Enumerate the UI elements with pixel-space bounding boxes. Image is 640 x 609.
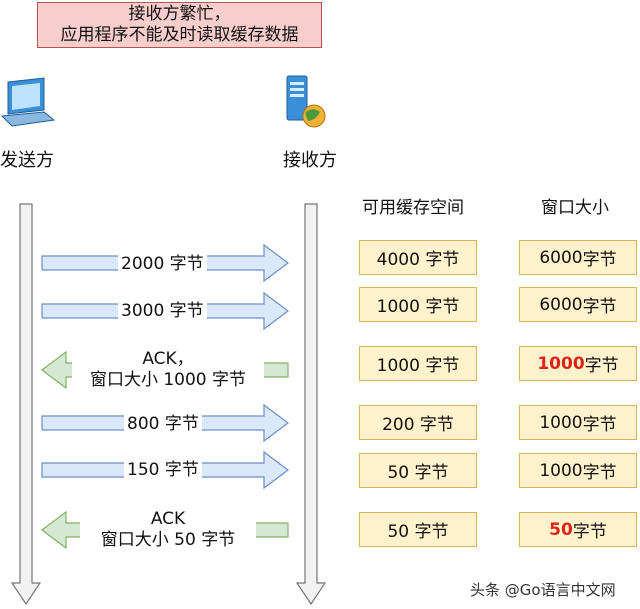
window-value: 1000 [539, 460, 583, 481]
buffer-cell-5: 50 字节 [359, 453, 477, 488]
message-label-2: 3000 字节 [118, 301, 207, 322]
buffer-cell-6: 50 字节 [359, 512, 477, 547]
window-cell-2: 6000 字节 [519, 287, 637, 322]
sender-label: 发送方 [0, 150, 54, 171]
buffer-cell-4: 200 字节 [359, 405, 477, 440]
ack-label-1-line-2: 窗口大小 1000 字节 [89, 370, 247, 390]
window-value: 6000 [539, 247, 583, 268]
laptop-icon [0, 77, 56, 127]
watermark: 头条 @Go语言中文网 [470, 581, 616, 599]
title-line-1: 接收方繁忙， [128, 4, 231, 24]
window-unit: 字节 [582, 415, 617, 435]
ack-label-1: ACK， 窗口大小 1000 字节 [72, 349, 264, 391]
window-value: 6000 [539, 294, 583, 315]
title-line-2: 应用程序不能及时读取缓存数据 [60, 25, 299, 45]
message-label-4: 150 字节 [124, 460, 202, 481]
message-label-1: 2000 字节 [118, 254, 207, 275]
message-label-3: 800 字节 [124, 414, 202, 435]
window-cell-3: 1000 字节 [519, 346, 637, 381]
window-cell-5: 1000 字节 [519, 453, 637, 488]
buffer-cell-2: 1000 字节 [359, 287, 477, 322]
ack-label-2-line-1: ACK [150, 509, 186, 529]
receiver-label: 接收方 [283, 150, 337, 171]
window-unit: 字节 [584, 356, 619, 376]
server-icon [286, 75, 326, 128]
window-column-header: 窗口大小 [541, 198, 609, 218]
window-unit: 字节 [582, 250, 617, 270]
window-unit: 字节 [582, 297, 617, 317]
window-value-highlight: 1000 [537, 353, 585, 374]
buffer-cell-1: 4000 字节 [359, 240, 477, 275]
ack-label-2-line-2: 窗口大小 50 字节 [100, 530, 236, 550]
window-unit: 字节 [572, 522, 607, 542]
window-value-highlight: 50 [549, 519, 573, 540]
buffer-column-header: 可用缓存空间 [362, 198, 464, 218]
window-value: 1000 [539, 412, 583, 433]
window-cell-4: 1000 字节 [519, 405, 637, 440]
buffer-cell-3: 1000 字节 [359, 346, 477, 381]
receiver-lifeline [295, 203, 327, 606]
ack-label-1-line-1: ACK， [142, 349, 194, 369]
window-cell-6: 50 字节 [519, 512, 637, 547]
title-banner: 接收方繁忙， 应用程序不能及时读取缓存数据 [37, 2, 322, 48]
window-cell-1: 6000 字节 [519, 240, 637, 275]
sender-lifeline [10, 203, 42, 606]
window-unit: 字节 [582, 463, 617, 483]
ack-label-2: ACK 窗口大小 50 字节 [80, 509, 256, 551]
